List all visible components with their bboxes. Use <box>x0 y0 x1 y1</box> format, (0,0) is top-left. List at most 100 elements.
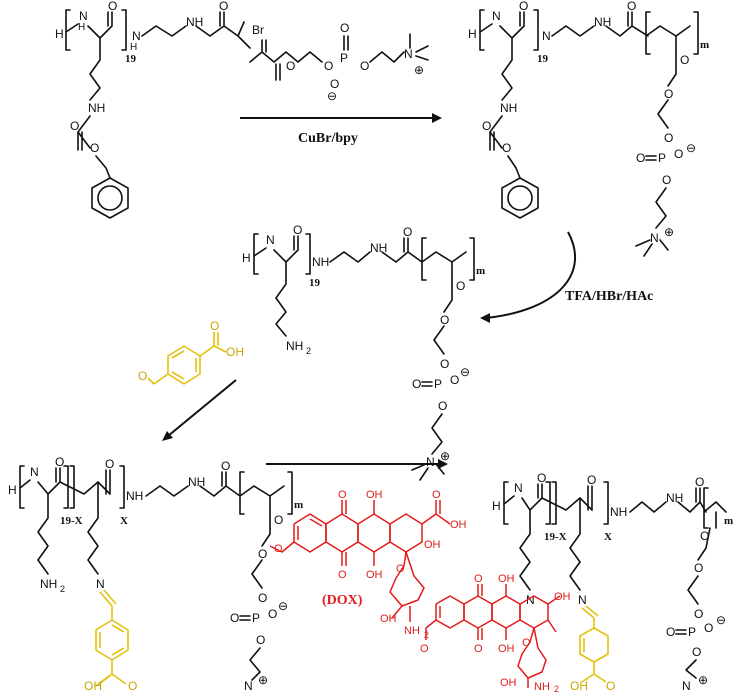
reagent-mpc: O O P O O ⊖ O N ⊕ <box>249 21 429 103</box>
minus-s4: ⊖ <box>278 599 288 613</box>
atom-o-4f: O <box>258 591 267 605</box>
atom-n-s2: N <box>542 29 551 43</box>
atom-oh-sugar: OH <box>380 613 397 625</box>
atom-o-s2g: O <box>674 147 683 161</box>
structure-initiator-polymer: H N H O 19 N H NH O Br NH O O <box>55 0 264 219</box>
reagent-cubr-bpy: CuBr/bpy <box>298 131 358 146</box>
atom-nh: NH <box>186 15 203 29</box>
dp-x-s5: X <box>604 531 612 543</box>
atom-o-5j: O <box>606 679 615 692</box>
dp-x-s4: X <box>120 515 128 527</box>
atom-nh-5b: NH <box>666 491 683 505</box>
atom-o-cdox-meo: O <box>420 643 429 655</box>
atom-oh-cdox-1: OH <box>498 573 515 585</box>
atom-nh2-sub-3: 2 <box>306 346 311 356</box>
atom-h-2: H <box>468 27 477 41</box>
atom-o: O <box>108 0 117 13</box>
atom-p-3: P <box>434 377 442 391</box>
atom-n-4b: N <box>244 679 253 692</box>
atom-nh-3b: NH <box>370 241 387 255</box>
atom-n-amide: N <box>132 29 141 43</box>
plus-s5: ⊕ <box>698 673 708 687</box>
arrowhead-atrp <box>432 113 442 123</box>
atom-n-3b: N <box>426 455 435 469</box>
atom-o-3g: O <box>450 373 459 387</box>
reagent-dox-label: (DOX) <box>322 593 363 608</box>
atom-nh2-dox: NH <box>404 625 420 637</box>
atom-n: N <box>79 9 88 23</box>
atom-n-imine-5: N <box>526 593 535 607</box>
atom-o-4e: O <box>258 547 267 561</box>
atom-nh2-sub-4: 2 <box>60 584 65 594</box>
atom-oh-4: OH <box>84 679 102 692</box>
atom-nh2-cdox: NH <box>534 681 550 692</box>
atom-o-4b: O <box>105 457 114 471</box>
atom-o-5i: O <box>692 645 701 659</box>
atom-o-4i: O <box>256 633 265 647</box>
plus-s2: ⊕ <box>664 225 674 239</box>
reagent-formylbenzoic-acid: O OH O <box>138 319 244 385</box>
arrow-schiff-base <box>167 379 237 437</box>
dp-19: 19 <box>125 53 137 65</box>
atom-o-4c: O <box>221 459 230 473</box>
dp-19-s2: 19 <box>537 53 549 65</box>
structure-dox-conjugate: H N O O 19-X X NH NH O m O O O P O O ⊖ O… <box>420 471 733 692</box>
atom-h-4: H <box>8 483 17 497</box>
atom-o-4j: O <box>128 679 137 692</box>
atom-nh2-sub-cdox: 2 <box>554 684 559 692</box>
atom-o-s2f: O <box>636 151 645 165</box>
minus-s5: ⊖ <box>716 613 726 627</box>
dp-19-x-s5: 19-X <box>544 531 567 543</box>
atom-o-dox-3: O <box>432 489 441 501</box>
atom-n-imine-5b: N <box>578 593 587 607</box>
atom-o-mpc: O <box>286 59 295 73</box>
dp-19-s3: 19 <box>309 277 321 289</box>
atom-h-amide: H <box>130 42 137 53</box>
atom-o-s2c: O <box>680 53 689 67</box>
atom-o-s2b: O <box>627 0 636 13</box>
atom-n-mpc: N <box>404 47 413 61</box>
atom-o-4: O <box>55 455 64 469</box>
atom-oh-5: OH <box>570 679 588 692</box>
atom-o-csugar: O <box>522 637 531 649</box>
atom-oh-dox-1: OH <box>366 489 383 501</box>
atom-br: Br <box>252 23 264 37</box>
reagent-doxorubicin: O O OH OH O OH OH O O NH 2 OH <box>269 489 467 640</box>
atom-o-mpc-2: O <box>324 59 333 73</box>
atom-o-mpc-4: O <box>330 77 339 91</box>
atom-o-dox-2: O <box>338 569 347 581</box>
atom-o-3h: O <box>438 399 447 413</box>
atom-oh-csugar: OH <box>500 677 517 689</box>
atom-nh2-4: NH <box>40 577 57 591</box>
atom-o-5: O <box>537 471 546 485</box>
atom-nh-s2c: NH <box>500 101 517 115</box>
atom-n-3: N <box>266 233 275 247</box>
atom-o-cdox-2: O <box>474 643 483 655</box>
arrowhead-dox <box>438 459 448 469</box>
atom-nh-4: NH <box>126 489 143 503</box>
atom-o-5b: O <box>587 473 596 487</box>
atom-p-s2: P <box>658 151 666 165</box>
atom-o-s2i: O <box>482 119 491 133</box>
atom-p-5: P <box>688 625 696 639</box>
dp-m-s5: m <box>724 515 733 527</box>
atom-o-ester: O <box>90 141 99 155</box>
atom-oh-cdox-3: OH <box>554 591 571 603</box>
atom-oh-cdox-2: OH <box>498 643 515 655</box>
plus-s3: ⊕ <box>440 449 450 463</box>
atom-o-mpc-5: O <box>360 59 369 73</box>
atom-p-4: P <box>252 611 260 625</box>
atom-n-4: N <box>30 465 39 479</box>
atom-o-sugar: O <box>396 563 405 575</box>
atom-n-5b: N <box>682 679 691 692</box>
atom-o-cdox-1: O <box>474 573 483 585</box>
atom-h-sub: H <box>78 22 85 33</box>
atom-n-s2b: N <box>650 231 659 245</box>
atom-o-s2d: O <box>664 87 673 101</box>
atom-o-3b: O <box>403 225 412 239</box>
reagent-tfa-hbr-hac: TFA/HBr/HAc <box>565 289 653 304</box>
structure-aldehyde-copolymer: H N O O 19-X X NH NH O m O O O P O O ⊖ O… <box>8 455 303 692</box>
structure-protected-copolymer: H N O 19 N NH O m O O O P O O ⊖ O N ⊕ NH… <box>468 0 709 257</box>
atom-o-5g: O <box>666 625 675 639</box>
